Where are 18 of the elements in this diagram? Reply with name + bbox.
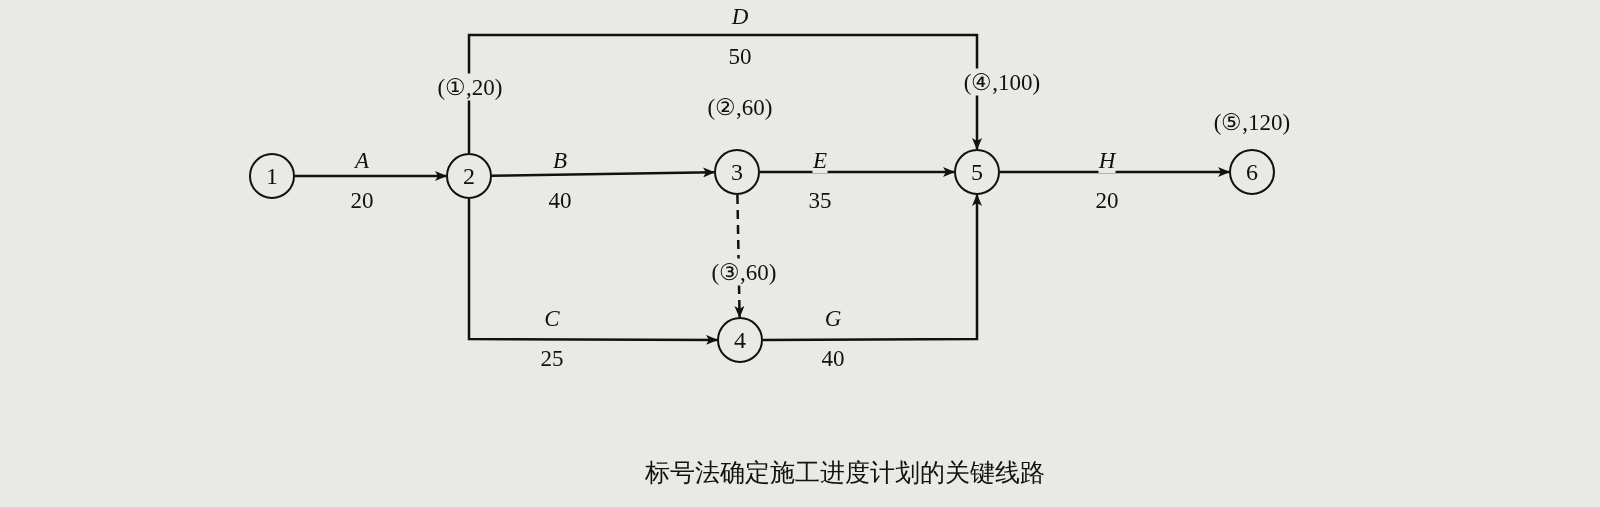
arrow xyxy=(467,199,718,345)
event-circle: 6 xyxy=(1229,149,1275,195)
arrow xyxy=(467,33,982,153)
arrow xyxy=(760,167,955,177)
node-annotation: (③,60) xyxy=(709,258,779,286)
arrow xyxy=(734,194,745,318)
caption: 标号法确定施工进度计划的关键线路 xyxy=(645,456,1045,489)
arrow xyxy=(491,167,715,178)
event-circle: 3 xyxy=(714,149,760,195)
arrow xyxy=(1000,167,1230,177)
node-annotation: (④,100) xyxy=(961,68,1043,96)
node-annotation: (①,20) xyxy=(435,73,505,101)
event-circle: 1 xyxy=(249,153,295,199)
arrow xyxy=(295,171,447,181)
event-circle: 2 xyxy=(446,153,492,199)
event-circle: 4 xyxy=(717,317,763,363)
arrow xyxy=(763,194,982,342)
event-circle: 5 xyxy=(954,149,1000,195)
